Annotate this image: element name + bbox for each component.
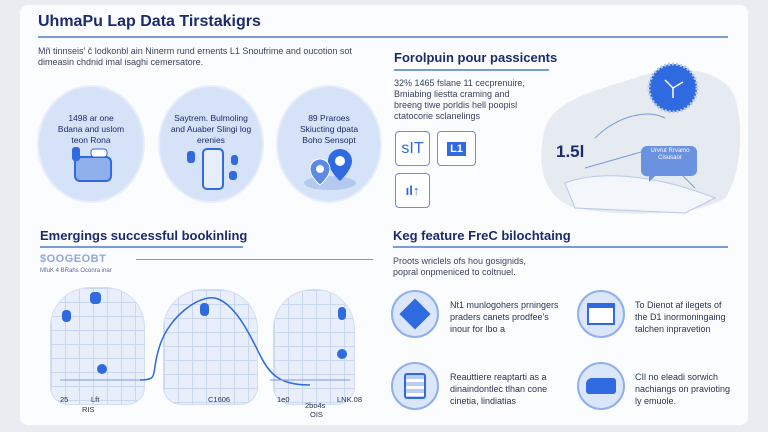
stat-circle: 89 Praroes Skiucting dpata Boho Sensopt [276, 85, 382, 203]
marker-icon [97, 364, 107, 374]
divider [393, 246, 728, 248]
bottle-icon [187, 148, 238, 190]
right-top-text: 32% 1465 fslane 11 cecprenuire, Bmiabing… [394, 78, 525, 121]
axis-label: RIS [82, 405, 95, 414]
stat-circle-label: 1498 ar one Bdana and uslom teon Rona [57, 113, 125, 145]
section-heading-right-top: Forolpuin pour passicents [394, 50, 558, 65]
axis-label: C1606 [208, 395, 231, 404]
divider [136, 259, 373, 260]
marker-icon [62, 310, 71, 322]
marker-icon [337, 349, 347, 359]
icon-box-label: sIT [401, 139, 424, 157]
icon-box-label: L1 [447, 141, 466, 156]
page-title: UhmaPu Lap Data Tirstakigrs [38, 13, 261, 30]
intro-text: Mñ tinnseis' č lodkonbl ain Ninerm rund … [38, 46, 352, 67]
map-panel [50, 287, 145, 405]
axis-label: 1e0 [277, 395, 290, 404]
axis-label: LNK.08 [337, 395, 363, 404]
axis-label: 25 [60, 395, 69, 404]
feature-text: CIl no eleadi sorwich nachiangs on pravi… [635, 372, 731, 406]
stat-circle-label: Saytrem. Bulmoling and Auaber Slingi log… [170, 113, 252, 145]
stat-circle-label: 89 Praroes Skiucting dpata Boho Sensopt [299, 113, 359, 145]
map-value: 1.5l [556, 142, 585, 161]
feature-text: Reauttiere reaptarti as a dinaindontlec … [450, 372, 548, 406]
stat-circle: Saytrem. Bulmoling and Auaber Slingi log… [158, 85, 264, 203]
stat-icon-box: L1 [437, 131, 476, 166]
map-illustration [541, 62, 741, 214]
window-icon [577, 290, 625, 338]
logo-subtext: MfuK 4 BRahs Oconra inar [40, 268, 112, 274]
chart-up-icon: ıl↑ [395, 173, 430, 208]
axis-label: 2bo4s [305, 401, 326, 410]
feature-text: To Dienot af ilegets of the D1 inormonin… [635, 300, 726, 334]
bottom-right-text: Proots wriclels ofs hou gosignids, popra… [393, 256, 527, 277]
map-bubble-text: Urvrut Rrvamo Cisusaor [650, 148, 690, 161]
printer-icon [72, 147, 112, 182]
divider [394, 69, 549, 71]
server-icon [391, 362, 439, 410]
route-line [60, 297, 350, 386]
location-pin-icon [304, 149, 356, 190]
stat-circle: 1498 ar one Bdana and uslom teon Rona [37, 85, 145, 203]
feature-text: Nt1 munlogohers prningers praders canets… [450, 300, 559, 334]
axis-label: OIS [310, 410, 323, 419]
divider [38, 36, 728, 38]
map-panel [273, 289, 355, 405]
logo-text: $OOGEOBT [40, 253, 107, 265]
map-panel [163, 289, 258, 405]
marker-icon [200, 303, 209, 316]
marker-icon [90, 292, 101, 304]
axis-label: Lft [91, 395, 100, 404]
section-heading-bottom-left: Emergings successful bookinling [40, 228, 248, 243]
diamond-icon [391, 290, 439, 338]
stat-icon-box: sIT [395, 131, 430, 166]
train-icon [577, 362, 625, 410]
divider [40, 246, 243, 248]
section-heading-bottom-right: Keg feature FreC bilochtaing [393, 228, 571, 243]
marker-icon [338, 307, 346, 320]
icon-box-label: ıl↑ [405, 183, 420, 198]
